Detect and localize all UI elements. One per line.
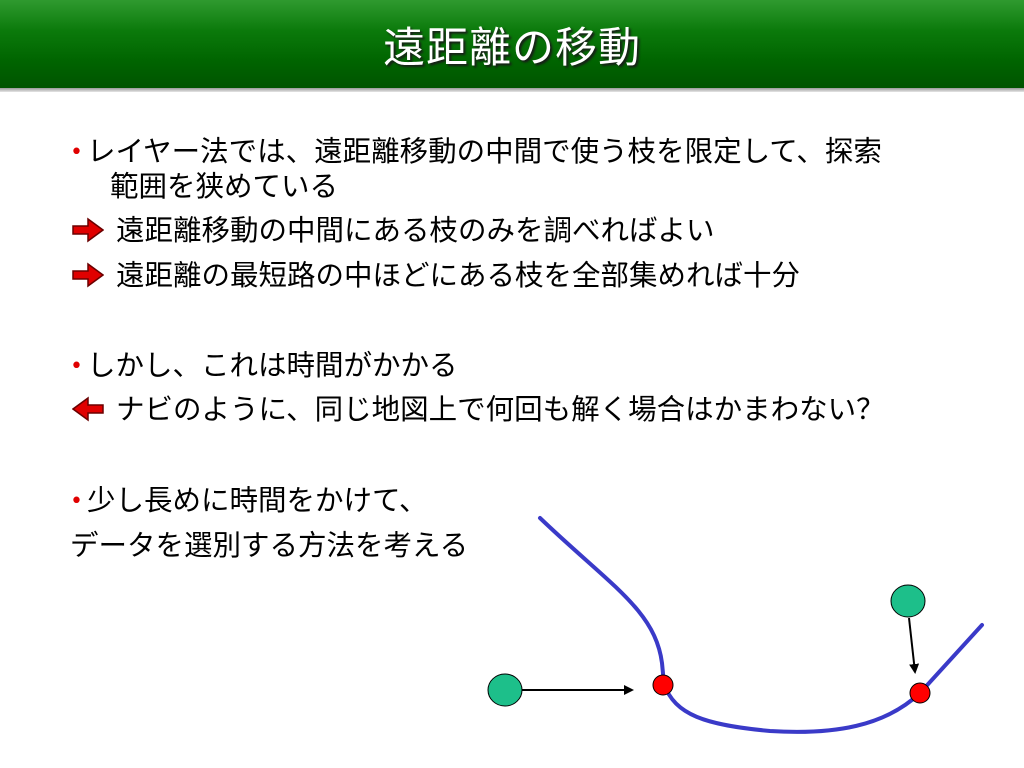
title-bar: 遠距離の移動 [0, 0, 1024, 88]
arrow-line-3: ナビのように、同じ地図上で何回も解く場合はかまわない？ [72, 393, 885, 427]
line-text: レイヤー法では、遠距離移動の中間で使う枝を限定して、探索 [86, 135, 882, 168]
bullet-icon: • [70, 489, 83, 514]
title-bar-shadow [0, 88, 1024, 92]
path-exit-node [909, 682, 931, 704]
line-text: 少し長めに時間をかけて、 [86, 484, 428, 517]
path-entry-node [652, 674, 674, 696]
line-text: 遠距離移動の中間にある枝のみを調べればよい [116, 214, 715, 247]
bullet-line-1: •レイヤー法では、遠距離移動の中間で使う枝を限定して、探索 [70, 135, 882, 170]
arrow-to-path-right [908, 617, 920, 674]
bullet-icon: • [70, 354, 83, 379]
line-text: 遠距離の最短路の中ほどにある枝を全部集めれば十分 [116, 259, 801, 292]
left-arrow-icon [72, 396, 104, 422]
slide-title: 遠距離の移動 [382, 22, 641, 72]
bullet-line-2: •しかし、これは時間がかかる [70, 349, 458, 384]
shortest-path-curve [538, 516, 984, 734]
line-text: データを選別する方法を考える [70, 529, 469, 562]
arrow-line-2: 遠距離の最短路の中ほどにある枝を全部集めれば十分 [72, 259, 800, 293]
line-text: しかし、これは時間がかかる [86, 349, 458, 382]
line-text: ナビのように、同じ地図上で何回も解く場合はかまわない？ [116, 393, 885, 426]
bullet-line-3: •少し長めに時間をかけて、 [70, 484, 428, 519]
bullet-line-1-continued: 範囲を狭めている [110, 170, 338, 204]
line-text: 範囲を狭めている [110, 170, 339, 203]
bullet-line-3-continued: データを選別する方法を考える [70, 529, 468, 563]
start-node [487, 673, 523, 707]
end-node [890, 584, 926, 618]
arrow-line-1: 遠距離移動の中間にある枝のみを調べればよい [72, 214, 715, 248]
bullet-icon: • [70, 140, 83, 165]
right-arrow-icon [72, 262, 104, 288]
right-arrow-icon [72, 217, 104, 243]
